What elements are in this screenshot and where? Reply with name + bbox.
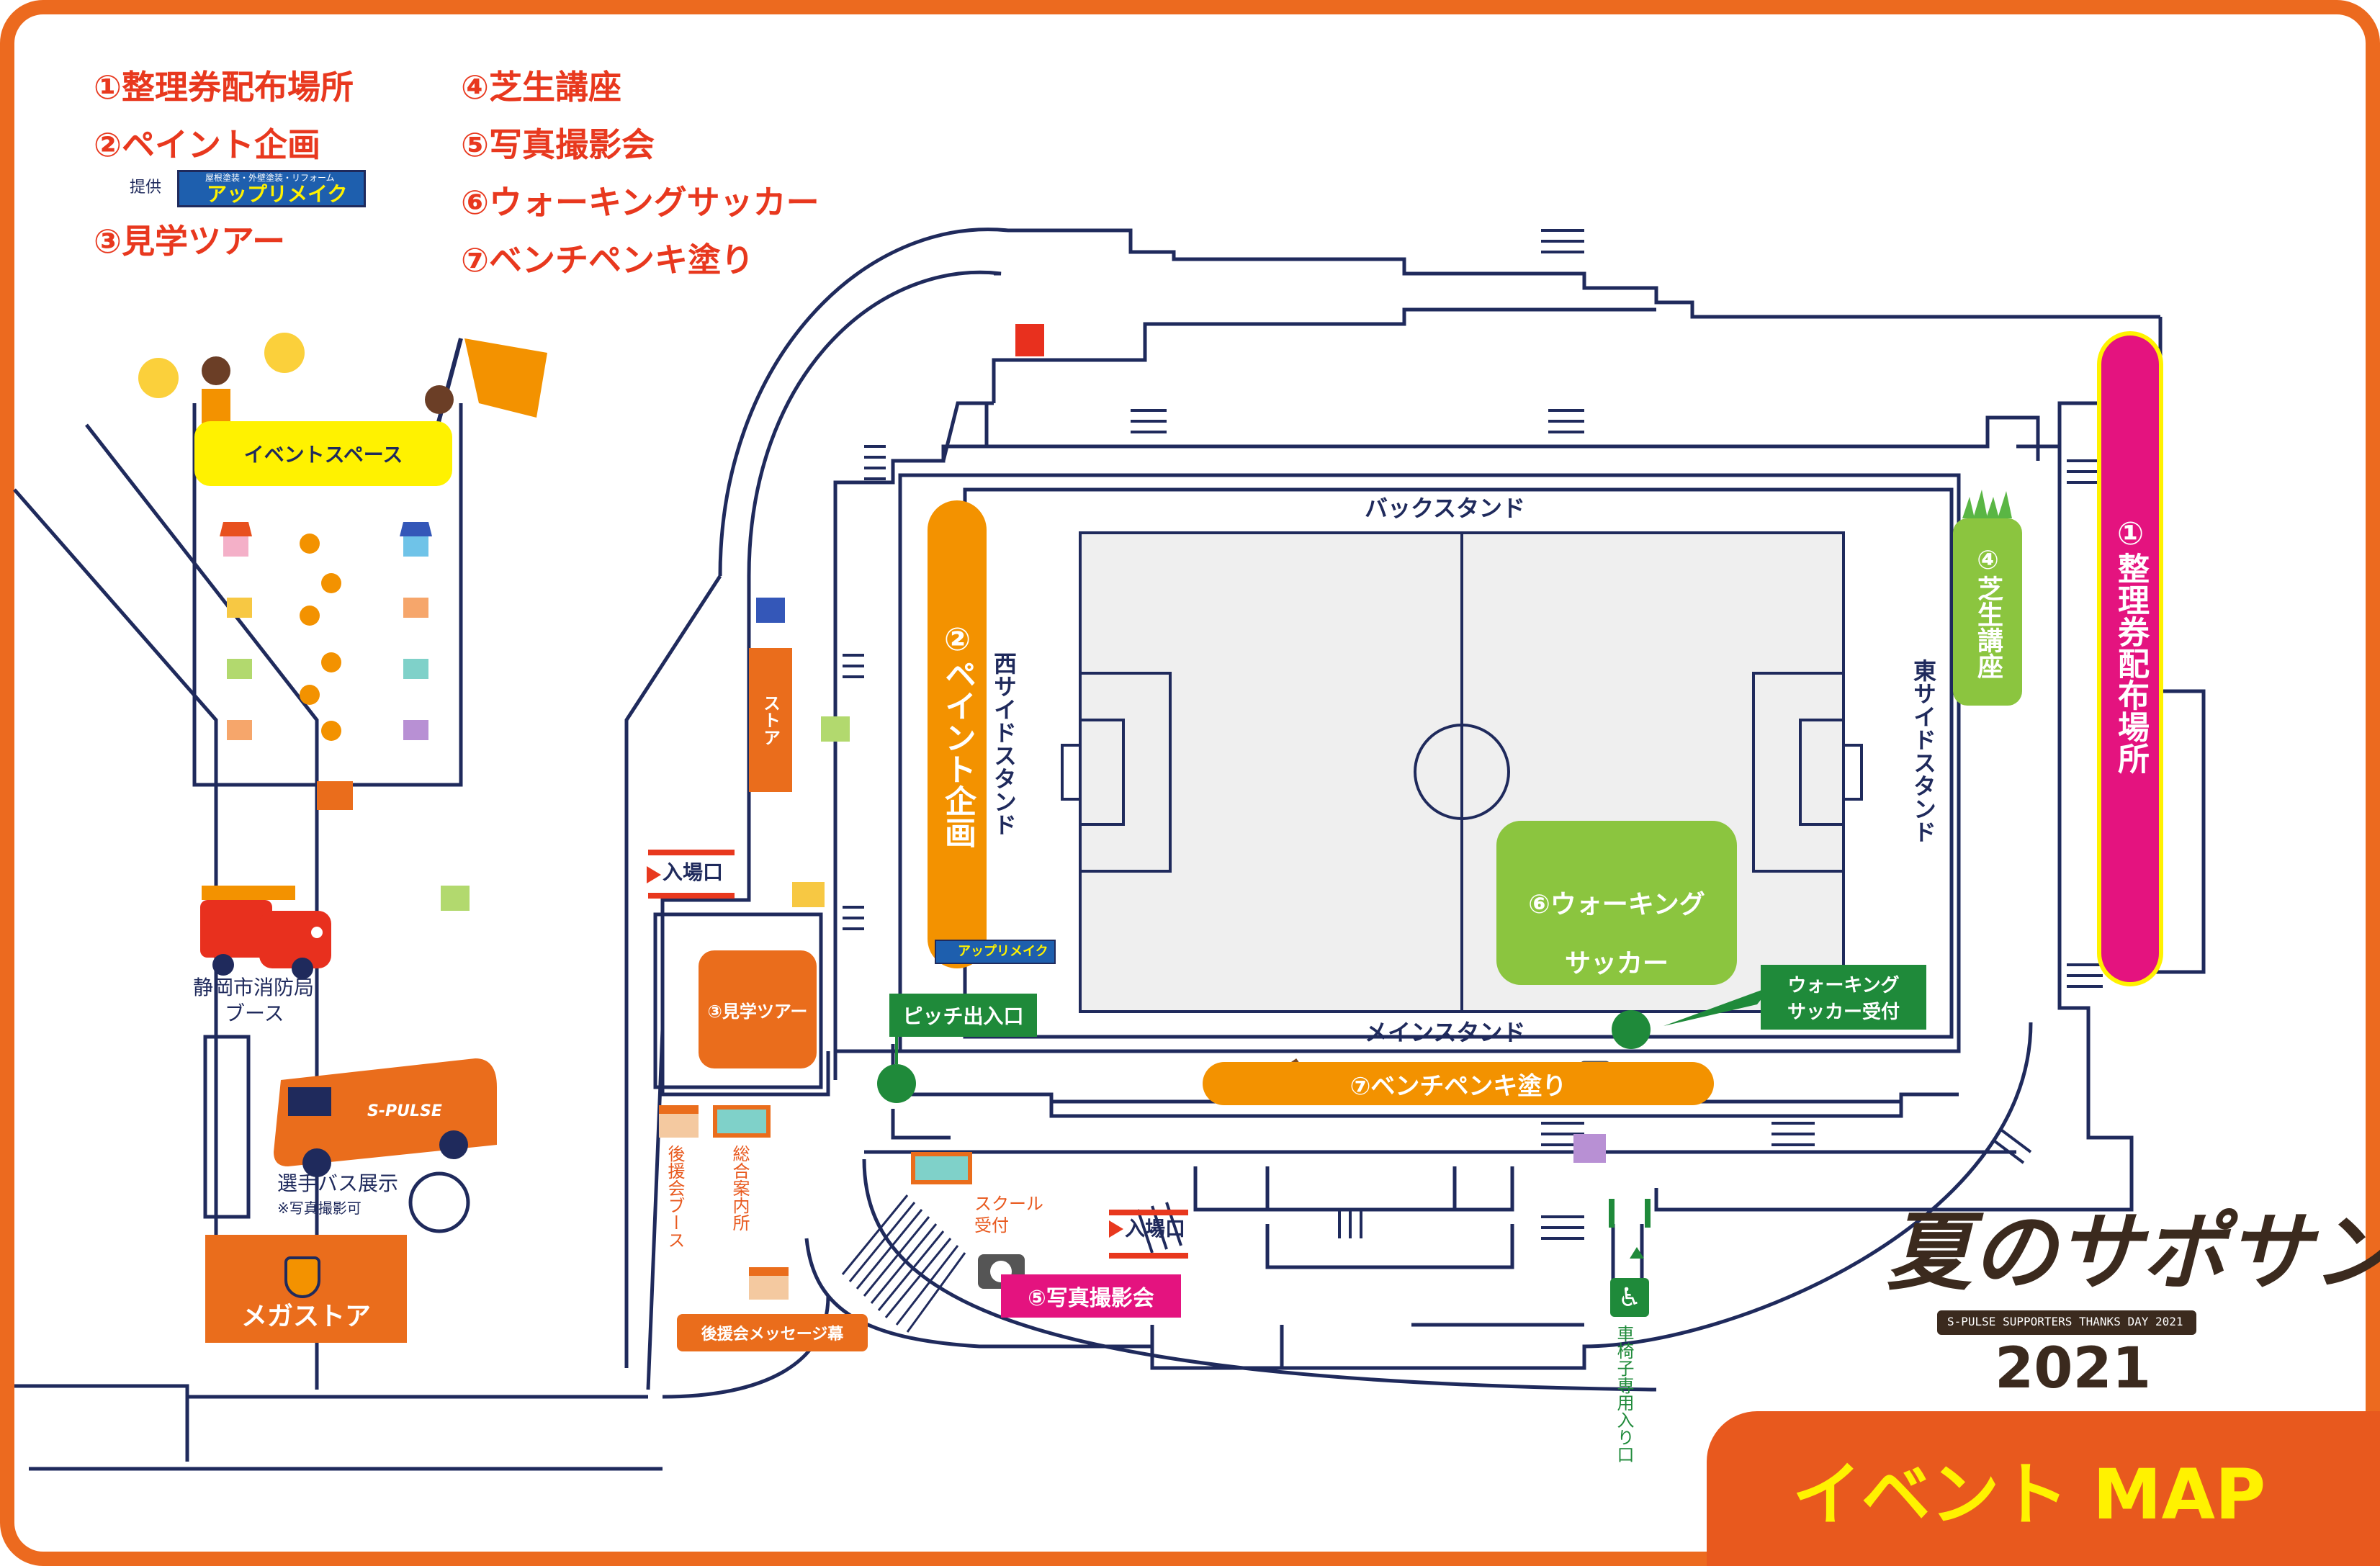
cafe-tables <box>300 534 341 741</box>
ticket-distribution-pill[interactable]: ①整理券配布場所 <box>2097 331 2163 986</box>
wheelchair-entrance-label: 車椅子専用入り口 <box>1614 1325 1634 1463</box>
legend-item-3: ③見学ツアー <box>94 222 286 261</box>
info-center-icon <box>713 1105 771 1138</box>
entrance-arrow-icon <box>647 866 661 883</box>
sponsor-name: アップリメイク <box>207 182 348 206</box>
turf-lecture-label: ④芝生講座 <box>1973 545 2003 679</box>
entrance-label-main: 入場口 <box>1125 1217 1186 1241</box>
logo-subtitle: S-PULSE SUPPORTERS THANKS DAY 2021 <box>1947 1315 2183 1328</box>
west-stand-label: 西サイドスタンド <box>990 652 1018 836</box>
tour-label: ③見学ツアー <box>707 1001 808 1022</box>
wheelchair-icon: ♿ <box>1610 1278 1649 1317</box>
event-map-badge: イベント MAP <box>1707 1411 2380 1566</box>
east-stand-label: 東サイドスタンド <box>1910 659 1937 843</box>
bus-label: 選手バス展示 <box>277 1171 399 1195</box>
bus-note: ※写真撮影可 <box>277 1200 362 1217</box>
walking-soccer-label-2: サッカー <box>1564 949 1669 978</box>
turf-lecture-box[interactable]: ④芝生講座 <box>1953 518 2022 706</box>
walking-soccer-box[interactable]: ⑥ウォーキング サッカー <box>1496 821 1737 985</box>
bench-painting-label: ⑦ベンチペンキ塗り <box>1350 1071 1567 1101</box>
up-arrow-icon <box>1630 1247 1644 1259</box>
message-banner-box[interactable]: 後援会メッセージ幕 <box>677 1314 868 1351</box>
event-map-title: イベント MAP <box>1792 1454 2266 1535</box>
legend-item-4: ④芝生講座 <box>461 68 621 107</box>
event-logo: 夏のサポサン! <box>1887 1202 2380 1302</box>
store-box[interactable]: ストア <box>749 648 792 792</box>
legend-item-6: ⑥ウォーキングサッカー <box>461 183 819 222</box>
logo-subtitle-ribbon: S-PULSE SUPPORTERS THANKS DAY 2021 <box>1937 1310 2196 1335</box>
sponsor-logo: 屋根塗装・外壁塗装・リフォーム アップリメイク <box>177 170 366 207</box>
event-space-label: イベントスペース <box>243 443 403 467</box>
main-stand-label: メインスタンド <box>1365 1019 1526 1046</box>
legend-item-7: ⑦ベンチペンキ塗り <box>461 240 754 279</box>
bench-painting-pill[interactable]: ⑦ベンチペンキ塗り <box>1203 1062 1714 1105</box>
info-center-label: 総合案内所 <box>729 1145 750 1231</box>
paint-event-label: ②ペイント企画 <box>939 621 976 848</box>
fire-dept-label-1: 静岡市消防局 <box>193 976 315 999</box>
logo-year: 2021 <box>1995 1336 2152 1401</box>
event-space-box[interactable]: イベントスペース <box>194 421 452 486</box>
message-banner-label: 後援会メッセージ幕 <box>701 1326 844 1344</box>
tour-box[interactable]: ③見学ツアー <box>699 950 817 1068</box>
sponsor-prefix: 提供 <box>130 179 162 197</box>
school-reception-icon <box>911 1152 972 1184</box>
photo-session-pill[interactable]: ⑤写真撮影会 <box>1001 1274 1181 1318</box>
walking-reception-box[interactable]: ウォーキング サッカー受付 <box>1761 965 1926 1030</box>
walking-soccer-label-1: ⑥ウォーキング <box>1528 890 1705 919</box>
booth-stalls <box>220 522 432 740</box>
paint-sponsor-logo: アップリメイク <box>935 940 1056 964</box>
legend-item-2: ②ペイント企画 <box>94 125 320 164</box>
legend-item-5: ⑤写真撮影会 <box>461 125 655 164</box>
pitch <box>1061 531 1863 1013</box>
fire-dept-label-2: ブース <box>225 1002 284 1025</box>
sponsor-tagline: 屋根塗装・外壁塗装・リフォーム <box>205 173 335 183</box>
photo-session-label: ⑤写真撮影会 <box>1028 1286 1154 1311</box>
cheerleader-illustration <box>138 333 305 432</box>
supporters-booth-icon <box>659 1105 699 1138</box>
bus-plate-text: S-PULSE <box>367 1102 442 1120</box>
roundabout <box>408 1171 470 1233</box>
paint-sponsor-name: アップリメイク <box>958 944 1048 959</box>
walking-reception-label-2: サッカー受付 <box>1787 1002 1900 1023</box>
pitch-gate-label: ピッチ出入口 <box>902 1004 1024 1028</box>
fire-truck-illustration <box>200 886 331 979</box>
concourse-booths <box>317 324 1606 1163</box>
team-emblem-icon <box>284 1256 320 1298</box>
ticket-distribution-label: ①整理券配布場所 <box>2112 516 2149 774</box>
grass-icon <box>1962 490 2012 518</box>
pitch-gate-box[interactable]: ピッチ出入口 <box>889 994 1037 1037</box>
mega-store-label: メガストア <box>241 1302 371 1331</box>
message-banner-icon <box>749 1267 789 1300</box>
entrance-arrow-icon-2 <box>1109 1220 1123 1238</box>
entrance-label-west: 入場口 <box>663 860 724 884</box>
supporters-booth-label: 後援会ブース <box>665 1145 685 1248</box>
team-bus-illustration <box>274 1058 497 1177</box>
legend-item-1: ①整理券配布場所 <box>94 68 354 107</box>
back-stand-label: バックスタンド <box>1365 495 1526 522</box>
school-reception-label-2: 受付 <box>974 1215 1009 1236</box>
paint-event-pill[interactable]: ②ペイント企画 <box>928 500 987 968</box>
school-reception-label-1: スクール <box>974 1194 1043 1214</box>
walking-reception-label-1: ウォーキング <box>1787 975 1900 996</box>
store-label: ストア <box>760 694 781 746</box>
